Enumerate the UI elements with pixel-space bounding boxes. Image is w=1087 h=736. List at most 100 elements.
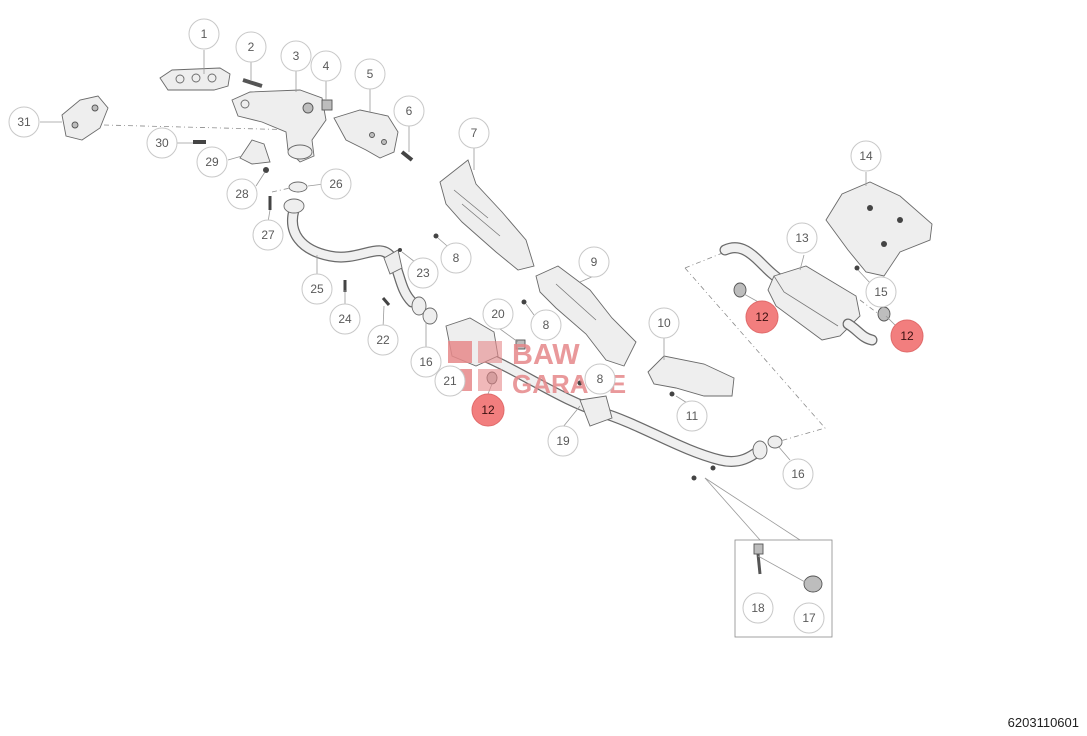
callout-24-c24[interactable]: 24: [329, 303, 361, 335]
callout-circle: [471, 393, 505, 427]
callout-label: 24: [338, 312, 352, 326]
callout-2-c2[interactable]: 2: [235, 31, 267, 63]
callout-circle: [226, 178, 258, 210]
callout-circle: [301, 273, 333, 305]
callout-27-c27[interactable]: 27: [252, 219, 284, 251]
part-4-nut[interactable]: [321, 99, 333, 111]
callout-30-c30[interactable]: 30: [146, 127, 178, 159]
callout-circle: [196, 146, 228, 178]
callout-circle: [458, 117, 490, 149]
callout-22-c22[interactable]: 22: [367, 324, 399, 356]
callout-20-c20[interactable]: 20: [482, 298, 514, 330]
callout-label: 3: [293, 49, 300, 63]
callout-15-c15[interactable]: 15: [865, 276, 897, 308]
callout-14-c14[interactable]: 14: [850, 140, 882, 172]
part-31-heat-shield-bracket[interactable]: [61, 95, 109, 141]
callout-circle: [434, 365, 466, 397]
callout-31-c31[interactable]: 31: [8, 106, 40, 138]
callout-8-c8b[interactable]: 8: [530, 309, 562, 341]
callout-label: 8: [597, 372, 604, 386]
callout-circle: [793, 602, 825, 634]
part-8-screws[interactable]: [433, 233, 583, 386]
part-23-clamp[interactable]: [383, 248, 403, 275]
callout-16-c16a[interactable]: 16: [410, 346, 442, 378]
callout-21-c21[interactable]: 21: [434, 365, 466, 397]
callout-circle: [310, 50, 342, 82]
callout-circle: [742, 592, 774, 624]
callout-1-c1[interactable]: 1: [188, 18, 220, 50]
part-13-rear-muffler[interactable]: [719, 242, 878, 346]
callout-17-c17[interactable]: 17: [793, 602, 825, 634]
callout-26-c26[interactable]: 26: [320, 168, 352, 200]
callout-circle: [584, 363, 616, 395]
callout-25-c25[interactable]: 25: [301, 273, 333, 305]
rear-flange-bolts[interactable]: [691, 465, 801, 541]
part-16-gasket-front[interactable]: [411, 296, 438, 325]
callout-circle: [329, 303, 361, 335]
part-7-heat-shield[interactable]: [439, 159, 535, 271]
callout-8-c8a[interactable]: 8: [440, 242, 472, 274]
callout-label: 22: [376, 333, 390, 347]
callout-label: 2: [248, 40, 255, 54]
callout-label: 5: [367, 67, 374, 81]
part-22-bolt[interactable]: [381, 297, 391, 306]
part-5-manifold-heat-shield[interactable]: [333, 109, 399, 159]
callout-circle: [354, 58, 386, 90]
callout-circle: [530, 309, 562, 341]
part-10-heat-shield[interactable]: [647, 355, 735, 397]
part-15-screw[interactable]: [854, 265, 860, 271]
callout-circle: [782, 458, 814, 490]
callout-12-c12b[interactable]: 12: [890, 319, 924, 353]
part-9-heat-shield[interactable]: [535, 265, 637, 367]
callout-8-c8c[interactable]: 8: [584, 363, 616, 395]
callout-10-c10[interactable]: 10: [648, 307, 680, 339]
callout-18-c18[interactable]: 18: [742, 592, 774, 624]
callout-label: 20: [491, 307, 505, 321]
callout-label: 8: [453, 251, 460, 265]
callout-label: 30: [155, 136, 169, 150]
part-26-gasket[interactable]: [288, 181, 308, 193]
callout-label: 12: [900, 329, 914, 343]
callout-circle: [745, 300, 779, 334]
callout-28-c28[interactable]: 28: [226, 178, 258, 210]
callout-bubbles: 1234567888910111212121314151616171819202…: [8, 18, 924, 634]
part-29-bracket[interactable]: [239, 139, 271, 165]
part-17-nut[interactable]: [757, 555, 823, 593]
callout-19-c19[interactable]: 19: [547, 425, 579, 457]
part-20-nut[interactable]: [515, 339, 526, 350]
callout-5-c5[interactable]: 5: [354, 58, 386, 90]
callout-label: 27: [261, 228, 275, 242]
callout-circle: [410, 346, 442, 378]
part-14-rear-heat-shield[interactable]: [825, 181, 933, 277]
part-25-front-pipe[interactable]: [283, 198, 418, 308]
part-16-gasket-rear[interactable]: [752, 435, 783, 460]
part-18-bolt[interactable]: [753, 543, 764, 575]
callout-7-c7[interactable]: 7: [458, 117, 490, 149]
part-6-bolt[interactable]: [400, 150, 414, 162]
callout-circle: [440, 242, 472, 274]
callout-6-c6[interactable]: 6: [393, 95, 425, 127]
part-3-exhaust-manifold[interactable]: [231, 89, 327, 163]
callout-label: 23: [416, 266, 430, 280]
callout-12-c12a[interactable]: 12: [745, 300, 779, 334]
part-28-bolt[interactable]: [263, 167, 269, 173]
callout-12-c12c[interactable]: 12: [471, 393, 505, 427]
callout-circle: [482, 298, 514, 330]
callout-9-c9[interactable]: 9: [578, 246, 610, 278]
callout-16-c16b[interactable]: 16: [782, 458, 814, 490]
callout-13-c13[interactable]: 13: [786, 222, 818, 254]
callout-circle: [188, 18, 220, 50]
callout-label: 15: [874, 285, 888, 299]
part-2-stud[interactable]: [242, 78, 263, 88]
part-1-manifold-gasket[interactable]: [159, 67, 231, 91]
callout-circle: [850, 140, 882, 172]
callout-circle: [393, 95, 425, 127]
callout-circle: [280, 40, 312, 72]
callout-4-c4[interactable]: 4: [310, 50, 342, 82]
callout-3-c3[interactable]: 3: [280, 40, 312, 72]
callout-23-c23[interactable]: 23: [407, 257, 439, 289]
callout-11-c11[interactable]: 11: [676, 400, 708, 432]
callout-label: 9: [591, 255, 598, 269]
callout-29-c29[interactable]: 29: [196, 146, 228, 178]
